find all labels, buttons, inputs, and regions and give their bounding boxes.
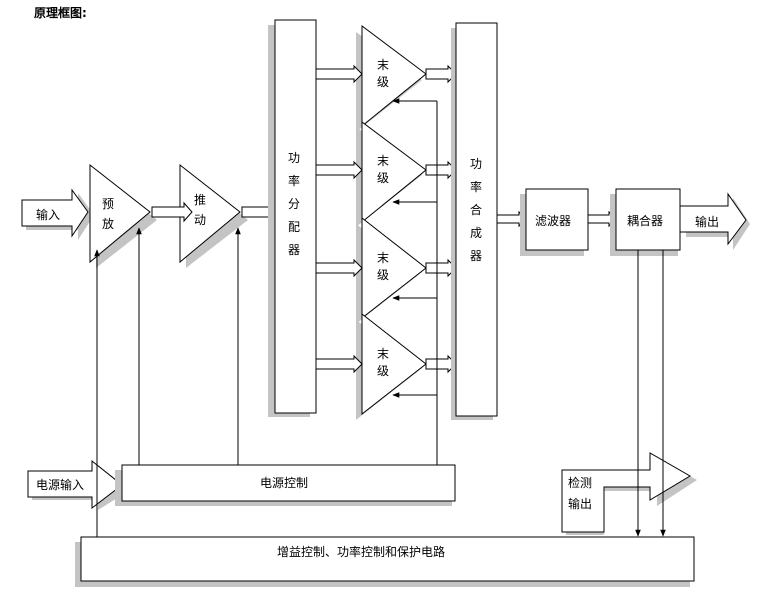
power-combiner-label: 功率合成器 (470, 157, 482, 263)
final-stage-4 (356, 312, 427, 420)
control-wires (94, 98, 666, 537)
diagram-title: 原理框图: (34, 5, 87, 20)
vertical-labels: 预放推动功率分配器末级末级末级末级功率合成器滤波器耦合器 (102, 58, 663, 378)
final-stage-2 (356, 121, 427, 227)
preamp-amplifier (89, 163, 157, 268)
detect-output-label-2: 输出 (568, 496, 592, 511)
coupler-label: 耦合器 (627, 213, 663, 228)
power-splitter-label: 功率分配器 (288, 151, 300, 257)
power-control-box: 电源控制 (115, 464, 456, 506)
block-arrows-splitter-to-finals (315, 64, 363, 374)
driver-label: 推动 (194, 193, 206, 227)
power-control-label: 电源控制 (260, 476, 308, 490)
final-stage-1 (356, 25, 427, 132)
power-splitter-box (268, 19, 317, 417)
preamp-label: 预放 (102, 197, 114, 231)
final-stage-label-1: 末级 (377, 58, 389, 89)
filter-label: 滤波器 (535, 214, 571, 228)
detect-output-arrow: 检测 输出 (561, 452, 697, 535)
final-stage-3 (356, 216, 427, 324)
final-stage-label-2: 末级 (377, 154, 389, 185)
filter-box (520, 188, 589, 256)
output-label: 输出 (695, 214, 719, 229)
protection-label: 增益控制、功率控制和保护电路 (277, 544, 445, 559)
coupler-box (610, 188, 681, 256)
power-input-arrow: 电源输入 (27, 459, 130, 510)
block-arrow-preamp-driver (151, 201, 193, 223)
input-arrow: 输入 (21, 188, 94, 240)
power-combiner-box (451, 22, 498, 420)
input-label: 输入 (36, 207, 60, 222)
detect-output-label-1: 检测 (568, 475, 592, 490)
final-stage-label-4: 末级 (377, 347, 389, 378)
final-stage-label-3: 末级 (377, 251, 389, 282)
output-arrow: 输出 (679, 192, 750, 250)
block-arrows-finals-to-combiner (425, 64, 457, 374)
protection-circuit-box: 增益控制、功率控制和保护电路 (75, 536, 695, 587)
power-input-label: 电源输入 (36, 477, 84, 492)
